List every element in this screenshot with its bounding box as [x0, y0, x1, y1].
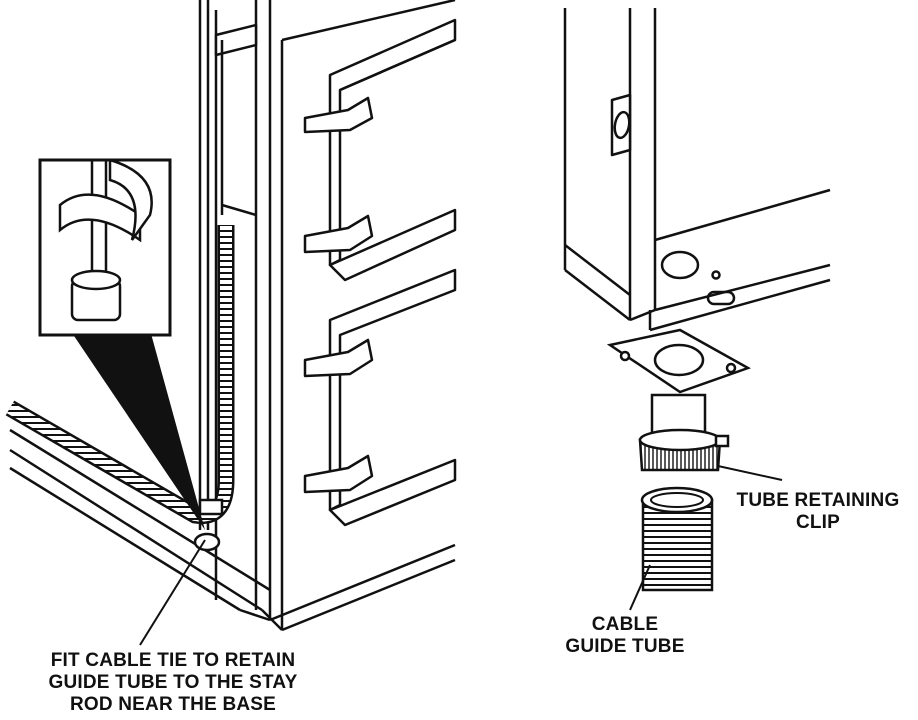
- cabinet-left: [9, 0, 457, 632]
- detail-inset: [38, 158, 205, 530]
- cable-guide-tube-right: [640, 486, 714, 592]
- leader-line-retaining-clip: [717, 465, 783, 481]
- leader-line-guide-tube: [629, 564, 651, 611]
- leader-line-cable-tie: [139, 539, 206, 646]
- label-cable-tie: FIT CABLE TIE TO RETAIN GUIDE TUBE TO TH…: [48, 650, 298, 715]
- foot-assembly: [606, 328, 752, 472]
- cabinet-right: [563, 8, 831, 332]
- label-tube-retaining-clip: TUBE RETAINING CLIP: [736, 490, 900, 533]
- label-cable-guide-tube: CABLE GUIDE TUBE: [565, 614, 685, 657]
